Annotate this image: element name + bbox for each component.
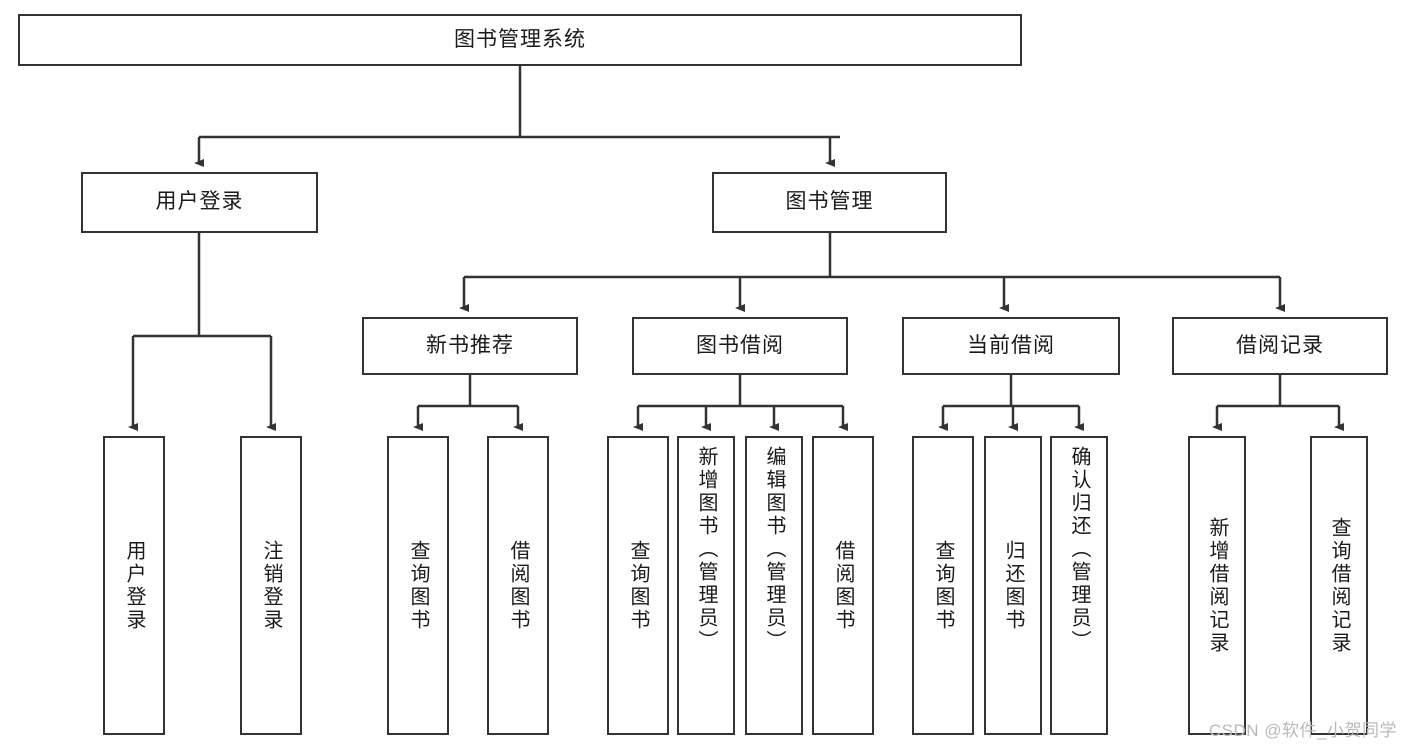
node-leaf-borrow-book[interactable]: 借阅图书 xyxy=(812,436,874,735)
node-leaf-query-borrow-record[interactable]: 查询借阅记录 xyxy=(1310,436,1368,735)
node-leaf-user-logout[interactable]: 注销登录 xyxy=(240,436,302,735)
node-borrow-record-label: 借阅记录 xyxy=(1236,333,1324,357)
node-user-login-label: 用户登录 xyxy=(155,190,244,214)
node-book-borrow-label: 图书借阅 xyxy=(696,333,784,357)
node-current-borrow[interactable]: 当前借阅 xyxy=(902,317,1120,375)
node-leaf-user-login[interactable]: 用户登录 xyxy=(103,436,165,735)
node-leaf-add-book-admin-label: 新增图书（管理员） xyxy=(695,446,717,653)
csdn-watermark: CSDN @软件_小贺同学 xyxy=(1208,721,1397,740)
node-leaf-query-book-current[interactable]: 查询图书 xyxy=(912,436,974,735)
node-leaf-edit-book-admin[interactable]: 编辑图书（管理员） xyxy=(745,436,803,735)
node-user-login[interactable]: 用户登录 xyxy=(81,172,318,233)
node-new-book-recommend[interactable]: 新书推荐 xyxy=(362,317,578,375)
node-book-manage[interactable]: 图书管理 xyxy=(712,172,947,233)
node-leaf-return-book-label: 归还图书 xyxy=(1002,539,1024,632)
node-book-borrow[interactable]: 图书借阅 xyxy=(632,317,848,375)
node-leaf-query-book-recommend-label: 查询图书 xyxy=(407,539,429,632)
node-leaf-query-book-current-label: 查询图书 xyxy=(932,539,954,632)
node-leaf-user-logout-label: 注销登录 xyxy=(260,539,282,632)
node-leaf-return-book[interactable]: 归还图书 xyxy=(984,436,1042,735)
node-leaf-borrow-book-recommend-label: 借阅图书 xyxy=(507,539,529,632)
node-leaf-add-book-admin[interactable]: 新增图书（管理员） xyxy=(677,436,735,735)
node-leaf-query-book-borrow[interactable]: 查询图书 xyxy=(607,436,669,735)
node-leaf-query-book-borrow-label: 查询图书 xyxy=(627,539,649,632)
node-leaf-borrow-book-recommend[interactable]: 借阅图书 xyxy=(487,436,549,735)
node-leaf-add-borrow-record-label: 新增借阅记录 xyxy=(1206,516,1228,655)
node-leaf-add-borrow-record[interactable]: 新增借阅记录 xyxy=(1188,436,1246,735)
node-borrow-record[interactable]: 借阅记录 xyxy=(1172,317,1388,375)
node-current-borrow-label: 当前借阅 xyxy=(967,333,1055,357)
node-leaf-borrow-book-label: 借阅图书 xyxy=(832,539,854,632)
node-root-label: 图书管理系统 xyxy=(454,27,586,51)
node-leaf-confirm-return-admin-label: 确认归还（管理员） xyxy=(1068,446,1090,653)
node-leaf-user-login-label: 用户登录 xyxy=(123,539,145,632)
node-new-book-recommend-label: 新书推荐 xyxy=(426,333,514,357)
node-leaf-query-book-recommend[interactable]: 查询图书 xyxy=(387,436,449,735)
node-leaf-confirm-return-admin[interactable]: 确认归还（管理员） xyxy=(1050,436,1108,735)
node-leaf-edit-book-admin-label: 编辑图书（管理员） xyxy=(763,446,785,653)
node-leaf-query-borrow-record-label: 查询借阅记录 xyxy=(1328,516,1350,655)
node-book-manage-label: 图书管理 xyxy=(785,190,874,214)
node-root[interactable]: 图书管理系统 xyxy=(18,14,1022,66)
